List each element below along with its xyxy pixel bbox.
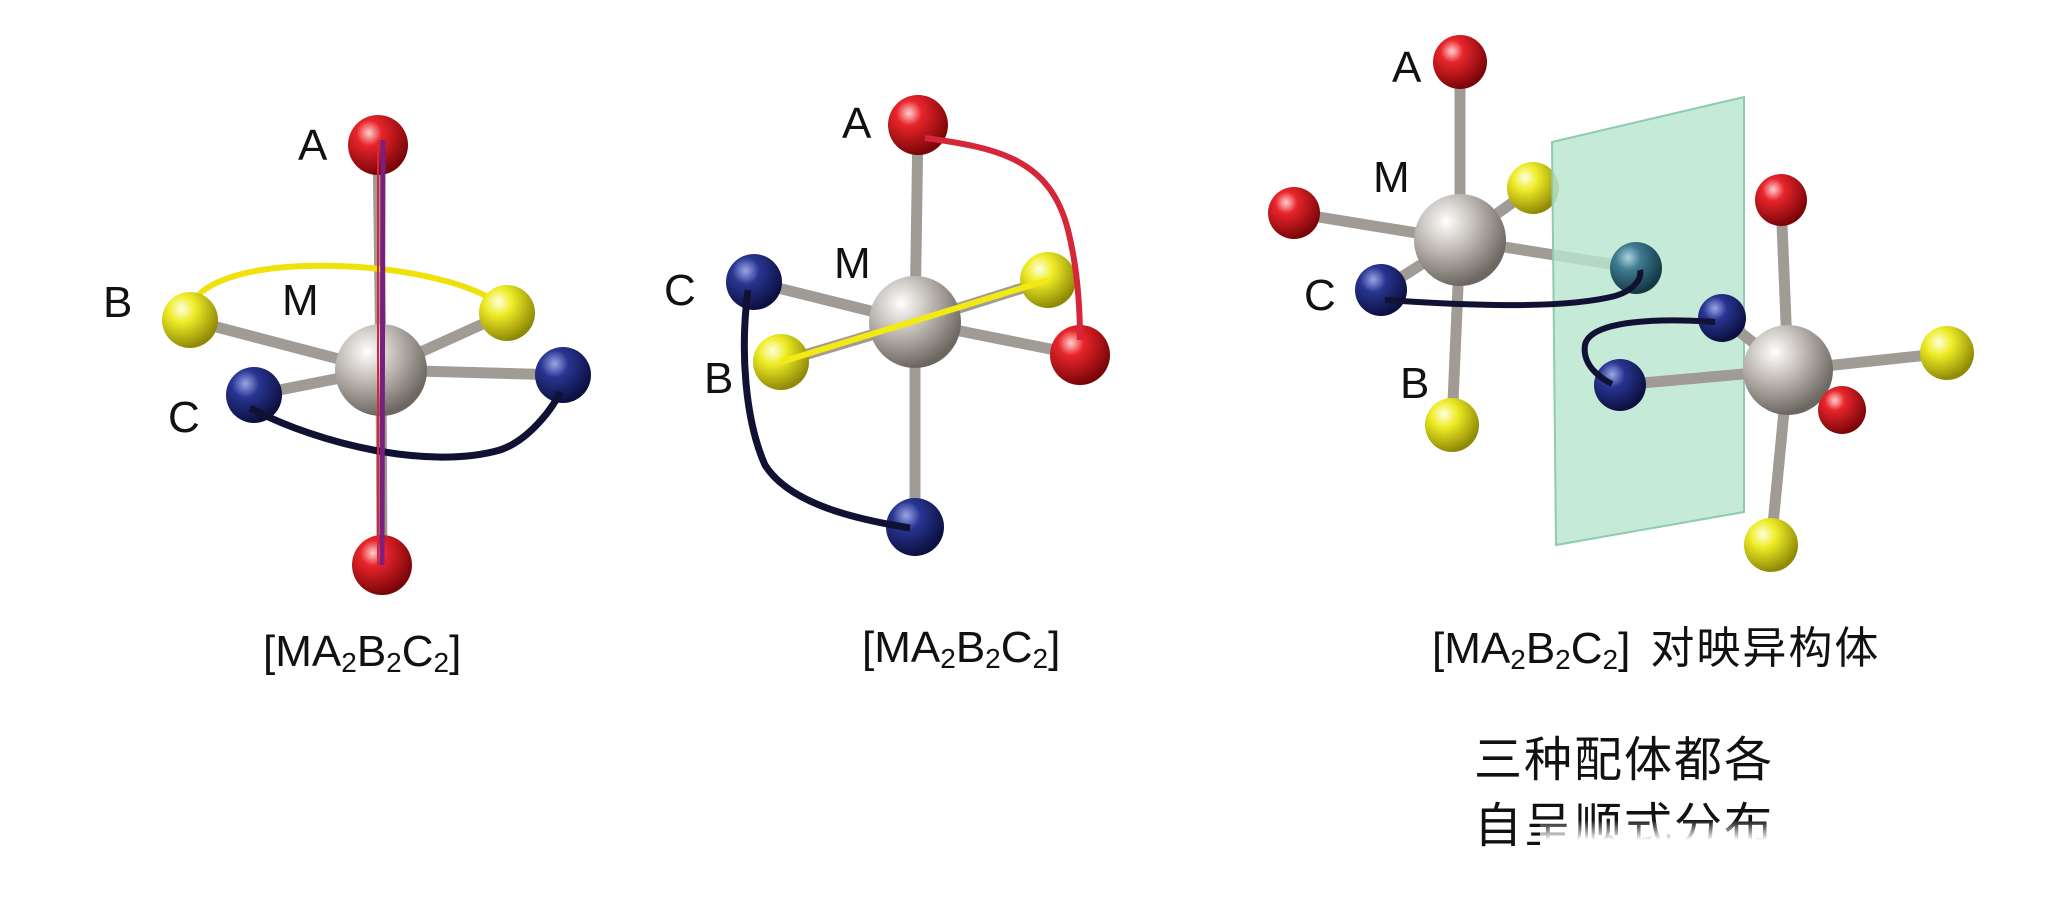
atom-b-bottom [1744,518,1798,572]
trace-c-c-left [1384,269,1644,309]
caption-part: B [1525,624,1556,673]
trace-a-a [924,135,1083,341]
caption-part: C [401,627,434,676]
label-m: M [282,276,319,325]
atom-b-left [162,292,218,348]
trace-c-c [740,289,911,532]
caption-part: ] [1048,623,1061,672]
caption-suffix: 对映异构体 [1650,623,1881,674]
caption-subscript: 2 [341,647,357,678]
label-a: A [842,99,872,148]
caption-part: [MA [862,623,941,672]
label-b: B [1400,359,1429,408]
label-a: A [1392,43,1422,92]
caption-part: C [1000,623,1033,672]
caption-figure-2: [MA2B2C2] [862,626,1060,673]
caption-part: [MA [263,627,342,676]
caption-part: ] [1618,624,1631,673]
atom-a-front [1818,386,1866,434]
figure-2: A M C B [664,95,1110,556]
label-c: C [168,393,200,442]
trace-b-b [780,277,1049,365]
label-b: B [704,354,733,403]
caption-part: B [955,623,986,672]
label-b: B [103,278,132,327]
caption-subscript: 2 [1555,644,1571,675]
trace-c-c [248,390,564,461]
caption-subscript: 2 [985,643,1001,674]
atom-c-bottom [886,498,944,556]
molecule-right [1594,174,1974,572]
atom-a-left [1268,187,1320,239]
note-line-1: 三种配体都各 [1474,732,1775,788]
atom-c-front [1355,264,1407,316]
caption-subscript: 2 [940,643,956,674]
caption-part: C [1570,624,1603,673]
caption-part: ] [449,627,462,676]
caption-figure-3: [MA2B2C2]对映异构体 [1432,627,1880,674]
atom-c-left [1594,359,1646,411]
caption-figure-1: [MA2B2C2] [263,630,461,677]
atom-a-right [1050,325,1110,385]
atom-b-back [1507,162,1559,214]
label-c: C [1304,271,1336,320]
trace-c-c-right [1581,317,1716,387]
caption-subscript: 2 [433,647,450,678]
atom-a-top [888,95,948,155]
atom-c-left [726,254,782,310]
atom-c-back [1698,294,1746,342]
atom-b-right [1920,326,1974,380]
figure-1: A B M C [103,115,591,595]
atom-c-right [535,347,591,403]
caption-subscript: 2 [1032,643,1049,674]
atom-b-right [479,285,535,341]
label-m: M [1373,153,1410,202]
trace-a-a [379,139,386,566]
text-occlusion [1540,820,2040,900]
atom-m [1743,325,1833,415]
atom-b-bottom [1425,398,1479,452]
atom-c-mirrored [1610,242,1662,294]
caption-part: B [356,627,387,676]
caption-subscript: 2 [1602,644,1619,675]
atom-c-left [226,367,282,423]
atom-m [1414,194,1506,286]
atom-a-top [1755,174,1807,226]
label-a: A [298,121,328,170]
atom-a-top [1433,35,1487,89]
trace-b-b [186,262,510,321]
caption-subscript: 2 [1510,644,1526,675]
label-c: C [664,266,696,315]
figure-3: A M C B [1268,35,1974,572]
caption-subscript: 2 [386,647,402,678]
label-m: M [834,239,871,288]
caption-part: [MA [1432,624,1511,673]
